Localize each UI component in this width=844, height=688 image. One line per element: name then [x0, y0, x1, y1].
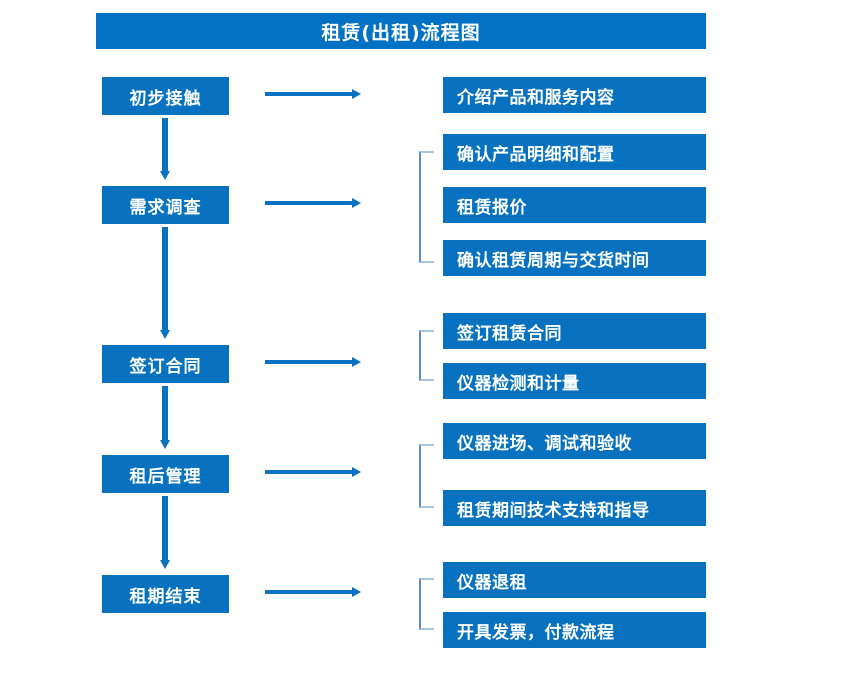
arrow-shaft: [162, 118, 168, 171]
detail-node-1-1[interactable]: 介绍产品和服务内容: [443, 77, 706, 113]
arrow-head-icon: [352, 467, 361, 477]
stage-node-sign-contract[interactable]: 签订合同: [102, 345, 229, 383]
detail-node-2-3[interactable]: 确认租赁周期与交货时间: [443, 240, 706, 276]
stage-arrow-right-2: [265, 198, 361, 208]
arrow-shaft: [265, 92, 352, 96]
flow-connector-3: [160, 386, 170, 449]
flow-connector-4: [160, 496, 170, 569]
arrow-head-icon: [352, 89, 361, 99]
arrow-shaft: [265, 470, 352, 474]
arrow-shaft: [265, 360, 352, 364]
stage-arrow-right-1: [265, 89, 361, 99]
flow-connector-1: [160, 118, 170, 180]
detail-node-4-2[interactable]: 租赁期间技术支持和指导: [443, 490, 706, 526]
detail-node-2-2[interactable]: 租赁报价: [443, 187, 706, 223]
group-bracket-4: [419, 444, 434, 508]
arrow-head-icon: [352, 587, 361, 597]
group-bracket-3: [419, 330, 434, 381]
arrow-head-icon: [160, 560, 170, 569]
stage-node-needs-survey[interactable]: 需求调查: [102, 186, 229, 224]
arrow-head-icon: [352, 198, 361, 208]
arrow-head-icon: [160, 330, 170, 339]
arrow-shaft: [162, 496, 168, 560]
group-bracket-5: [419, 578, 434, 630]
group-bracket-2: [419, 151, 434, 263]
arrow-shaft: [265, 201, 352, 205]
detail-node-3-2[interactable]: 仪器检测和计量: [443, 363, 706, 399]
detail-node-4-1[interactable]: 仪器进场、调试和验收: [443, 423, 706, 459]
arrow-head-icon: [160, 440, 170, 449]
arrow-head-icon: [352, 357, 361, 367]
arrow-head-icon: [160, 171, 170, 180]
flow-connector-2: [160, 227, 170, 339]
stage-node-post-rental-management[interactable]: 租后管理: [102, 455, 229, 493]
detail-node-5-2[interactable]: 开具发票，付款流程: [443, 612, 706, 648]
diagram-title: 租赁(出租)流程图: [96, 13, 706, 49]
stage-node-rental-end[interactable]: 租期结束: [102, 575, 229, 613]
stage-arrow-right-5: [265, 587, 361, 597]
arrow-shaft: [162, 227, 168, 330]
stage-node-initial-contact[interactable]: 初步接触: [102, 77, 229, 115]
stage-arrow-right-4: [265, 467, 361, 477]
arrow-shaft: [162, 386, 168, 440]
detail-node-5-1[interactable]: 仪器退租: [443, 562, 706, 598]
stage-arrow-right-3: [265, 357, 361, 367]
detail-node-3-1[interactable]: 签订租赁合同: [443, 313, 706, 349]
detail-node-2-1[interactable]: 确认产品明细和配置: [443, 134, 706, 170]
arrow-shaft: [265, 590, 352, 594]
